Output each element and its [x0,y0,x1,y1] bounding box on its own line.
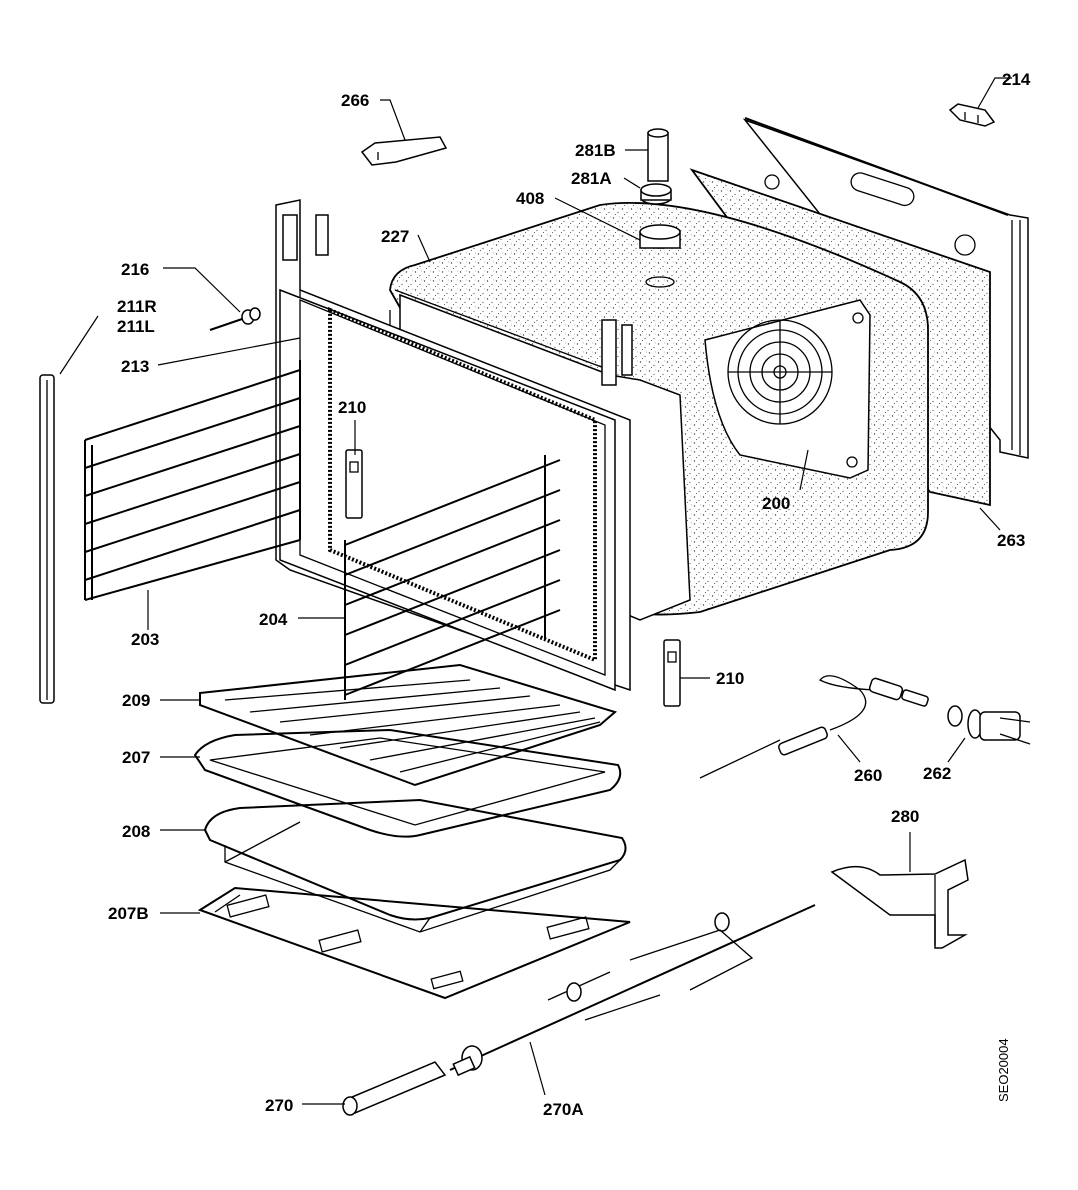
document-code: SEO20004 [996,1038,1011,1102]
slide-clip-210-upper [345,449,363,519]
rotisserie-spit-270A [449,904,816,1077]
leader-lines [59,77,1012,1105]
probe-socket-262 [947,705,1031,745]
label-209: 209 [122,691,150,710]
spit-support-280 [830,858,969,949]
label-200: 200 [762,494,790,513]
deep-pan-208 [203,798,627,933]
side-rail-211 [39,374,55,704]
screw-216 [209,307,261,331]
label-266: 266 [341,91,369,110]
label-281A: 281A [571,169,612,188]
label-270: 270 [265,1096,293,1115]
label-210-lower: 210 [716,669,744,688]
label-210-upper: 210 [338,398,366,417]
label-207B: 207B [108,904,149,923]
label-213: 213 [121,357,149,376]
label-227: 227 [381,227,409,246]
hinge-part-214 [948,103,996,127]
label-280: 280 [891,807,919,826]
label-262: 262 [923,764,951,783]
label-211R: 211R [117,297,157,316]
meat-probe-260 [699,675,929,779]
baking-tray-207 [193,728,622,838]
label-207: 207 [122,748,150,767]
shelf-rack-left-203 [84,360,301,601]
label-214: 214 [1002,70,1031,89]
bracket-266 [360,136,448,166]
baking-sheet-207B [197,886,631,1000]
label-208: 208 [122,822,150,841]
spit-handle-270 [342,1061,447,1116]
label-211L: 211L [117,317,155,336]
wire-shelf-209 [199,663,618,787]
part-labels: 266 214 281B 281A 408 227 216 211R 211L … [108,70,1031,1119]
label-216: 216 [121,260,149,279]
label-408: 408 [516,189,544,208]
label-281B: 281B [575,141,616,160]
label-270A: 270A [543,1100,584,1119]
slide-clip-210-lower [663,639,681,707]
label-204: 204 [259,610,288,629]
label-263: 263 [997,531,1025,550]
shelf-rack-right-204 [344,455,561,700]
label-203: 203 [131,630,159,649]
label-260: 260 [854,766,882,785]
